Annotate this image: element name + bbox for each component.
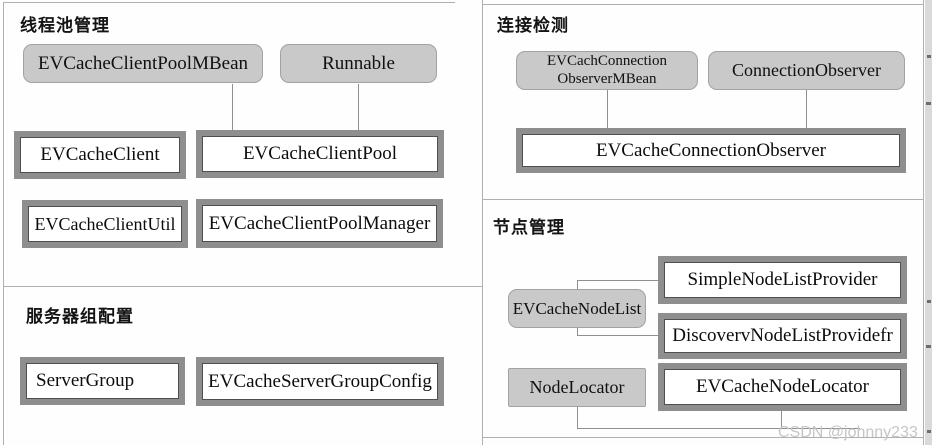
node-simple-node-list-provider: SimpleNodeListProvider	[658, 256, 907, 304]
node-evcach-connection-observer-mbean: EVCachConnection ObserverMBean	[516, 51, 698, 90]
scan-artifact	[926, 102, 931, 105]
connector-nodelist-to-discovery-v	[577, 328, 578, 336]
connector-nodelocator-down	[577, 407, 578, 428]
node-server-group: ServerGroup	[20, 357, 185, 405]
left-panel-left-border	[3, 2, 4, 445]
scan-edge-strip	[925, 0, 932, 445]
node-label-line1: EVCachConnection	[547, 53, 667, 70]
node-node-locator: NodeLocator	[508, 368, 646, 407]
connector-connection-observer-down	[806, 90, 807, 128]
node-label: EVCacheClientPool	[242, 143, 398, 164]
node-label: Runnable	[322, 52, 395, 74]
node-evcache-client: EVCacheClient	[14, 131, 186, 179]
scan-artifact	[926, 345, 931, 348]
node-evcache-client-pool-manager: EVCacheClientPoolManager	[196, 199, 443, 248]
node-evcache-node-list: EVCacheNodeList	[508, 289, 646, 328]
node-label: EVCacheClientPoolManager	[208, 212, 431, 234]
node-evcache-connection-observer: EVCacheConnectionObserver	[516, 128, 906, 173]
scan-artifact	[927, 55, 931, 58]
node-label: EVCacheConnectionObserver	[595, 139, 827, 161]
panel-title-node: 节点管理	[493, 218, 565, 237]
node-label: EVCacheClient	[40, 144, 160, 165]
node-label: EVCacheNodeLocator	[695, 376, 870, 397]
connector-nodelist-to-simple-v	[577, 280, 578, 289]
node-label: DiscovervNodeListProvidefr	[672, 325, 893, 346]
node-evcache-node-locator: EVCacheNodeLocator	[658, 363, 907, 411]
node-label: EVCacheClientPoolMBean	[37, 52, 249, 74]
connector-observer-mbean-down	[607, 90, 608, 128]
node-evcache-client-util: EVCacheClientUtil	[22, 200, 188, 248]
node-discovery-node-list-provider: DiscovervNodeListProvidefr	[658, 313, 907, 359]
node-label-line2: ObserverMBean	[557, 70, 657, 87]
node-label: NodeLocator	[529, 377, 625, 397]
connector-nodelist-to-simple-h	[577, 280, 658, 281]
thread-pool-panel-top-border	[3, 2, 455, 3]
scan-artifact	[927, 300, 931, 303]
node-evcache-server-group-config: EVCacheServerGroupConfig	[196, 357, 444, 406]
node-label: ServerGroup	[36, 370, 135, 391]
scan-artifact	[927, 430, 931, 433]
node-evcache-client-pool-mbean: EVCacheClientPoolMBean	[23, 44, 263, 83]
right-panel-right-border	[923, 0, 924, 445]
csdn-watermark: CSDN @johnny233	[778, 424, 918, 441]
connection-panel-top-border	[483, 4, 923, 5]
panel-title-server-group: 服务器组配置	[26, 307, 134, 326]
node-label: EVCacheServerGroupConfig	[208, 370, 432, 392]
panel-title-connection: 连接检测	[497, 16, 569, 35]
connector-mbean-to-pool	[232, 84, 233, 130]
left-panels-divider	[3, 286, 482, 287]
node-connection-observer: ConnectionObserver	[708, 51, 905, 90]
node-label: EVCacheClientUtil	[34, 213, 176, 234]
connector-nodelocator-h	[577, 428, 860, 429]
node-label: SimpleNodeListProvider	[687, 269, 878, 290]
connector-nodelist-to-discovery-h	[577, 335, 658, 336]
node-evcache-client-pool: EVCacheClientPool	[196, 130, 444, 178]
node-label: EVCacheNodeList	[512, 298, 642, 318]
node-runnable: Runnable	[280, 44, 437, 83]
connector-up-to-evcache-nodelocator	[781, 411, 782, 428]
right-panels-divider	[482, 199, 923, 200]
node-label: ConnectionObserver	[732, 60, 881, 80]
panel-title-thread-pool: 线程池管理	[20, 16, 110, 35]
connector-runnable-to-pool	[358, 84, 359, 130]
node-panel-bottom-border	[482, 437, 923, 438]
center-vertical-divider	[482, 0, 483, 445]
